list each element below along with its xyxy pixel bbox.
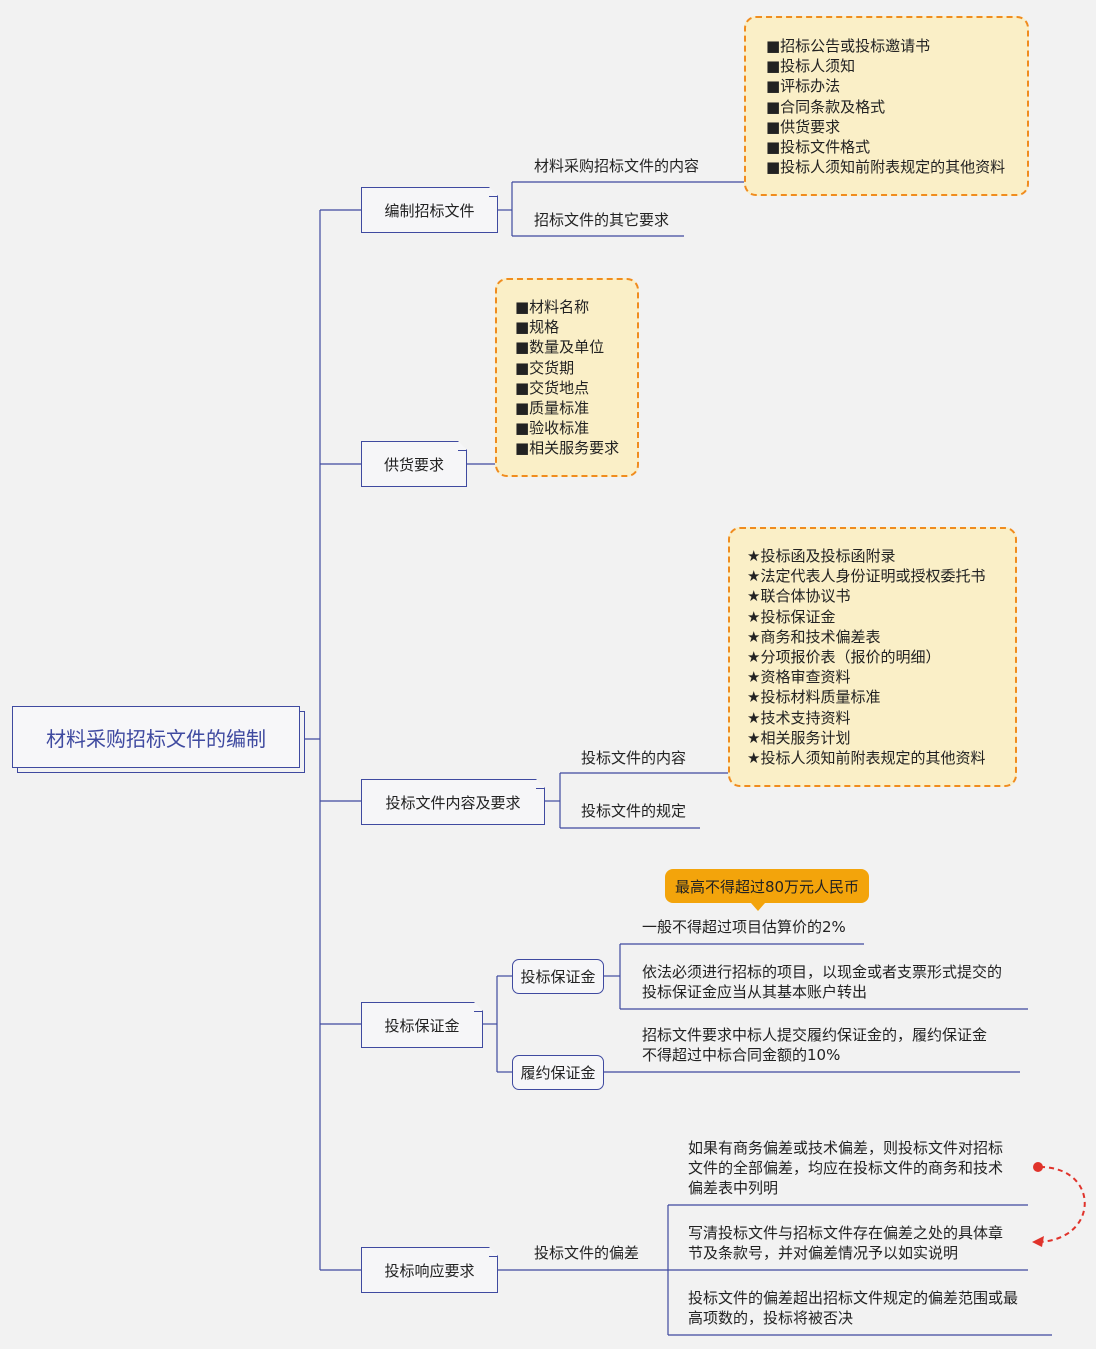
list-item: ★资格审查资料 <box>747 668 851 687</box>
list-item: ■合同条款及格式 <box>766 97 886 116</box>
compile-content-label[interactable]: 材料采购招标文件的内容 <box>534 157 700 175</box>
bid-bond-label: 投标保证金 <box>520 968 596 986</box>
bid-doc-content-label[interactable]: 投标文件的内容 <box>581 749 687 767</box>
deviation-2-line-1[interactable]: 写清投标文件与招标文件存在偏差之处的具体章 <box>688 1224 1004 1242</box>
deviation-1-line-1[interactable]: 如果有商务偏差或技术偏差，则投标文件对招标 <box>688 1139 1004 1157</box>
bond-limit-text: 最高不得超过80万元人民币 <box>674 877 860 896</box>
node-response-label: 投标响应要求 <box>384 1261 475 1280</box>
list-item: ■投标人须知前附表规定的其他资料 <box>766 158 1006 177</box>
compile-other-label[interactable]: 招标文件的其它要求 <box>534 211 670 229</box>
list-item: ★技术支持资料 <box>747 708 851 727</box>
deviation-1-line-2[interactable]: 文件的全部偏差，均应在投标文件的商务和技术 <box>688 1159 1004 1177</box>
list-item: ■投标文件格式 <box>766 138 871 157</box>
list-item: ■评标办法 <box>766 77 841 96</box>
list-item: ■投标人须知 <box>766 57 856 76</box>
deviation-3-line-2[interactable]: 高项数的，投标将被否决 <box>688 1309 854 1327</box>
list-item: ★投标人须知前附表规定的其他资料 <box>747 749 986 768</box>
root-label: 材料采购招标文件的编制 <box>46 726 266 751</box>
list-item: ■材料名称 <box>515 298 590 316</box>
list-item: ■规格 <box>515 318 560 337</box>
list-item: ■交货地点 <box>515 378 590 397</box>
deviation-3-line-1[interactable]: 投标文件的偏差超出招标文件规定的偏差范围或最 <box>688 1289 1019 1307</box>
root-topic[interactable]: 材料采购招标文件的编制 <box>12 706 300 768</box>
bid-doc-items-box[interactable]: ★投标函及投标函附录 ★法定代表人身份证明或授权委托书 ★联合体协议书 ★投标保… <box>728 527 1017 787</box>
node-bond[interactable]: 投标保证金 <box>361 1002 483 1048</box>
deviation-2-line-2[interactable]: 节及条款号，并对偏差情况予以如实说明 <box>688 1244 959 1262</box>
list-item: ■数量及单位 <box>515 338 605 357</box>
node-compile-label: 编制招标文件 <box>384 201 475 220</box>
perf-rule-line-2[interactable]: 不得超过中标合同金额的10% <box>642 1046 841 1064</box>
list-item: ■相关服务要求 <box>515 439 620 458</box>
bond-rule-2-line-1[interactable]: 依法必须进行招标的项目，以现金或者支票形式提交的 <box>642 963 1003 981</box>
node-compile[interactable]: 编制招标文件 <box>361 187 498 233</box>
relation-arrow <box>1032 1162 1086 1247</box>
perf-bond-node[interactable]: 履约保证金 <box>512 1055 604 1090</box>
node-supply[interactable]: 供货要求 <box>361 441 467 487</box>
list-item: ★商务和技术偏差表 <box>747 627 881 646</box>
list-item: ★投标材料质量标准 <box>747 688 881 707</box>
list-item: ★联合体协议书 <box>747 587 851 606</box>
perf-rule-line-1[interactable]: 招标文件要求中标人提交履约保证金的，履约保证金 <box>642 1026 988 1044</box>
list-item: ★投标保证金 <box>747 607 836 626</box>
perf-bond-label: 履约保证金 <box>520 1064 596 1082</box>
compile-items-box[interactable]: ■招标公告或投标邀请书 ■投标人须知 ■评标办法 ■合同条款及格式 ■供货要求 … <box>744 16 1029 196</box>
node-bid-doc-label: 投标文件内容及要求 <box>385 793 521 812</box>
bond-rule-1[interactable]: 一般不得超过项目估算价的2% <box>642 918 846 936</box>
list-item: ★投标函及投标函附录 <box>747 547 896 565</box>
list-item: ■质量标准 <box>515 399 590 418</box>
bid-bond-node[interactable]: 投标保证金 <box>512 959 604 994</box>
deviation-label[interactable]: 投标文件的偏差 <box>534 1244 640 1262</box>
list-item: ■交货期 <box>515 358 575 377</box>
node-bond-label: 投标保证金 <box>384 1016 460 1035</box>
node-response[interactable]: 投标响应要求 <box>361 1247 498 1293</box>
supply-items-box[interactable]: ■材料名称 ■规格 ■数量及单位 ■交货期 ■交货地点 ■质量标准 ■验收标准 … <box>495 278 639 477</box>
node-supply-label: 供货要求 <box>383 455 444 474</box>
list-item: ■验收标准 <box>515 419 590 438</box>
deviation-1-line-3[interactable]: 偏差表中列明 <box>688 1179 779 1197</box>
list-item: ■供货要求 <box>766 117 841 136</box>
bond-limit-callout[interactable]: 最高不得超过80万元人民币 <box>665 869 869 911</box>
bid-doc-rules-label[interactable]: 投标文件的规定 <box>581 802 687 820</box>
list-item: ■招标公告或投标邀请书 <box>766 37 931 55</box>
list-item: ★相关服务计划 <box>747 728 851 747</box>
list-item: ★分项报价表（报价的明细） <box>747 648 941 667</box>
node-bid-doc[interactable]: 投标文件内容及要求 <box>361 779 545 825</box>
bond-rule-2-line-2[interactable]: 投标保证金应当从其基本账户转出 <box>642 983 868 1001</box>
list-item: ★法定代表人身份证明或授权委托书 <box>747 567 986 586</box>
